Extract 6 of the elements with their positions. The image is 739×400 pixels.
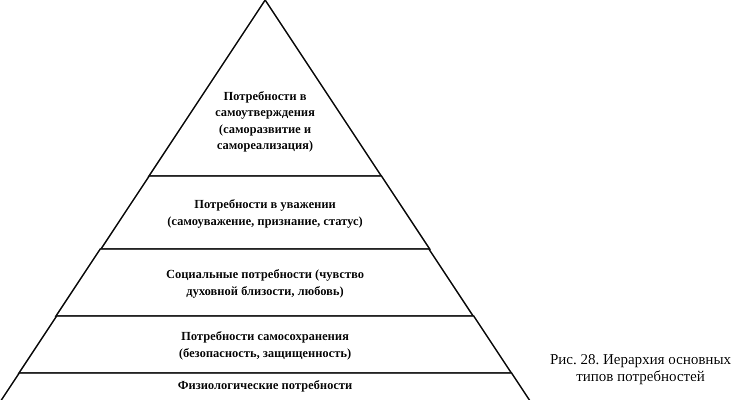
level-label: Потребности в уважении (самоуважение, признание, статус): [166, 196, 364, 229]
level-label: Физиологические потребности: [176, 377, 354, 394]
level-label: Социальные потребности (чувство духовной близости, любовь): [164, 266, 365, 299]
figure-caption: Рис. 28. Иерархия основных типов потребностей: [548, 352, 732, 386]
level-label: Потребности самосохранения (безопасность, защищенность): [178, 328, 352, 361]
level-label: Потребности в самоутверждения (саморазвитие и самореализация): [214, 88, 316, 153]
